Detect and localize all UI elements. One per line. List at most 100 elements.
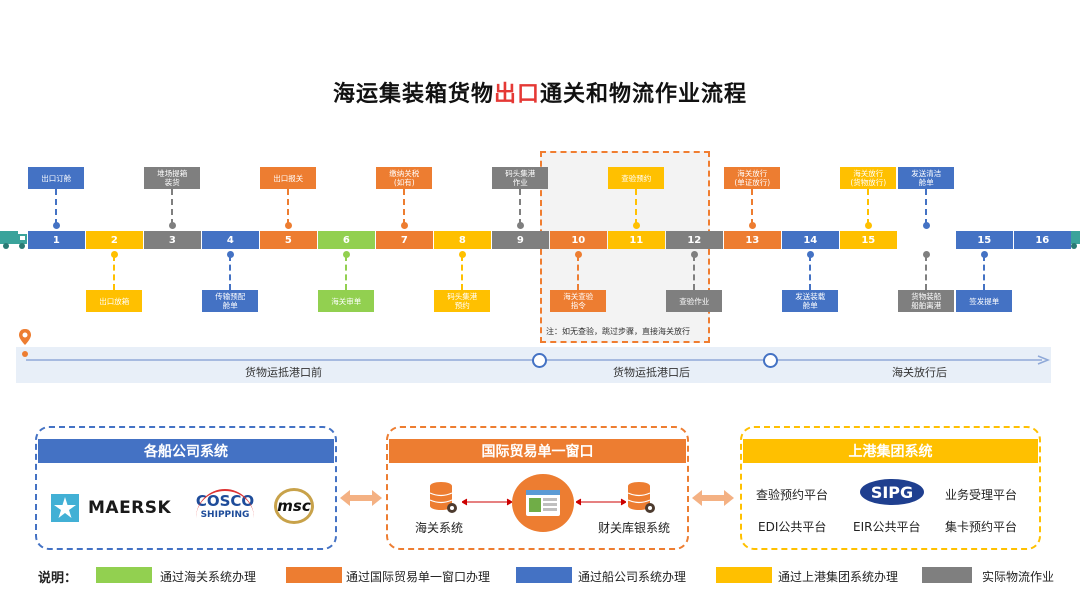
legend-label: 通过上港集团系统办理 xyxy=(778,570,899,584)
step-segment: 8 xyxy=(434,231,491,249)
double-arrow-icon xyxy=(340,490,382,506)
connector-dot xyxy=(690,251,698,258)
step-label: 堆场提箱 装货 xyxy=(144,167,201,189)
step-label: 查验作业 xyxy=(666,290,723,312)
step-segment: 13 xyxy=(724,231,781,249)
connector-line xyxy=(113,255,116,290)
legend-title: 说明： xyxy=(38,571,78,586)
treasury-system-label: 财关库银系统 xyxy=(598,521,671,535)
step-label: 发送清洁 舱单 xyxy=(898,167,955,189)
maersk-star-icon xyxy=(51,494,79,522)
step-segment: 7 xyxy=(376,231,433,249)
connector-line xyxy=(345,255,348,290)
connector-dot xyxy=(226,251,234,258)
step-label: 查验预约 xyxy=(608,167,665,189)
step-label: 货物装船 船舶离港 xyxy=(898,290,955,312)
eir-platform: EIR公共平台 xyxy=(853,520,921,534)
step-segment: 15 xyxy=(956,231,1013,249)
title-prefix: 海运集装箱货物 xyxy=(332,82,494,107)
connector-dot xyxy=(400,222,408,229)
inspection-note: 注：如无查验，跳过步骤，直接海关放行 xyxy=(546,327,690,336)
shipping-companies-panel xyxy=(35,426,337,550)
panel-title: 各船公司系统 xyxy=(38,439,334,463)
step-label: 发送装载 舱单 xyxy=(782,290,839,312)
step-segment: 12 xyxy=(666,231,723,249)
connector-dot xyxy=(574,251,582,258)
maersk-logo: MAERSK xyxy=(88,498,172,518)
step-label: 签发提单 xyxy=(956,290,1013,312)
legend-label: 通过国际贸易单一窗口办理 xyxy=(346,570,491,584)
timeline-marker xyxy=(532,353,547,368)
phase-label: 货物运抵港口前 xyxy=(245,366,322,379)
customs-system-label: 海关系统 xyxy=(415,521,464,535)
panel-title: 国际贸易单一窗口 xyxy=(389,439,686,463)
connector-dot xyxy=(342,251,350,258)
step-segment: 5 xyxy=(260,231,317,249)
connector-line xyxy=(751,189,754,225)
connector-dot xyxy=(922,222,930,229)
step-label: 海关放行 (单证放行) xyxy=(724,167,781,189)
legend-label: 实际物流作业 xyxy=(982,570,1055,584)
step-label: 出口订舱 xyxy=(28,167,85,189)
step-segment: 9 xyxy=(492,231,549,249)
connector-dot xyxy=(284,222,292,229)
step-segment: 15 xyxy=(840,231,897,249)
connector-line xyxy=(867,189,870,225)
msc-logo: msc xyxy=(274,488,314,524)
connector-line xyxy=(983,255,986,290)
single-window-panel xyxy=(386,426,689,550)
single-window-icon xyxy=(512,474,574,532)
legend-label: 通过海关系统办理 xyxy=(160,570,257,584)
connector-line xyxy=(925,255,928,290)
connector-line xyxy=(55,189,58,225)
step-segment: 16 xyxy=(1014,231,1071,249)
panel-title: 上港集团系统 xyxy=(743,439,1038,463)
page-title: 海运集装箱货物出口通关和物流作业流程 xyxy=(0,76,1080,108)
connector-dot xyxy=(52,222,60,229)
connector-dot xyxy=(806,251,814,258)
legend-swatch xyxy=(716,567,772,583)
cosco-swoosh xyxy=(196,489,254,525)
legend-label: 通过船公司系统办理 xyxy=(578,570,687,584)
step-segment: 2 xyxy=(86,231,143,249)
connector-line xyxy=(287,189,290,225)
legend-swatch xyxy=(286,567,342,583)
step-label: 海关放行 (货物放行) xyxy=(840,167,897,189)
truck-left-icon xyxy=(0,231,27,249)
msc-logo-text: msc xyxy=(277,497,311,515)
step-label: 出口放箱 xyxy=(86,290,143,312)
connector-line xyxy=(519,189,522,225)
step-label: 码头集港 作业 xyxy=(492,167,549,189)
step-segment: 6 xyxy=(318,231,375,249)
connector-line xyxy=(925,189,928,225)
step-label: 码头集港 预约 xyxy=(434,290,491,312)
title-suffix: 通关和物流作业流程 xyxy=(540,82,748,107)
truck-booking-platform: 集卡预约平台 xyxy=(945,520,1018,534)
connector-dot xyxy=(922,251,930,258)
link-arrow-icon xyxy=(576,498,626,506)
step-segment: 14 xyxy=(782,231,839,249)
step-segment: 11 xyxy=(608,231,665,249)
legend-swatch xyxy=(96,567,152,583)
connector-line xyxy=(171,189,174,225)
connector-dot xyxy=(748,222,756,229)
sipg-logo: SIPG xyxy=(860,479,924,505)
phase-label: 货物运抵港口后 xyxy=(613,366,690,379)
double-arrow-icon xyxy=(692,490,734,506)
timeline-marker xyxy=(763,353,778,368)
step-label: 出口报关 xyxy=(260,167,317,189)
connector-dot xyxy=(110,251,118,258)
connector-dot xyxy=(980,251,988,258)
database-icon xyxy=(429,482,457,513)
sipg-panel xyxy=(740,426,1041,550)
legend-swatch xyxy=(922,567,972,583)
step-segment: 3 xyxy=(144,231,201,249)
connector-line xyxy=(577,255,580,290)
inspection-booking-platform: 查验预约平台 xyxy=(756,488,829,502)
step-segment: 10 xyxy=(550,231,607,249)
connector-dot xyxy=(458,251,466,258)
link-arrow-icon xyxy=(462,498,512,506)
connector-line xyxy=(635,189,638,225)
location-pin-icon xyxy=(19,329,31,357)
title-highlight: 出口 xyxy=(493,82,540,107)
